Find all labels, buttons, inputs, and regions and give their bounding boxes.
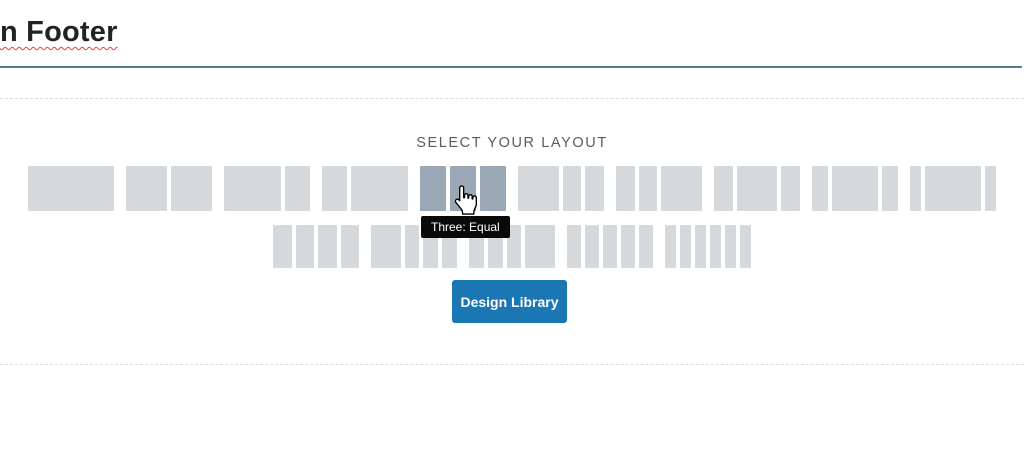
design-library-button[interactable]: Design Library — [452, 280, 567, 323]
layout-option-three-center-wide[interactable] — [812, 166, 898, 211]
layout-option-two-right-golden[interactable] — [322, 166, 408, 211]
layout-option-column — [910, 166, 921, 211]
layout-row-2 — [0, 225, 1024, 268]
layout-option-column — [621, 225, 635, 268]
layout-option-column — [680, 225, 691, 268]
layout-option-single-row[interactable] — [28, 166, 114, 211]
layout-option-column — [695, 225, 706, 268]
select-layout-heading: SELECT YOUR LAYOUT — [416, 135, 608, 151]
layout-option-column — [603, 225, 617, 268]
layout-option-column — [126, 166, 167, 211]
title-underline-rule — [0, 66, 1022, 68]
layout-option-three-center-exwide[interactable] — [910, 166, 996, 211]
layout-option-column — [985, 166, 996, 211]
layout-option-column — [661, 166, 702, 211]
layout-option-column — [781, 166, 800, 211]
layout-option-two-left-golden[interactable] — [224, 166, 310, 211]
layout-option-column — [562, 166, 582, 211]
layout-row-1 — [0, 166, 1024, 211]
layout-option-column — [506, 225, 522, 268]
layout-option-column — [616, 166, 635, 211]
layout-option-column — [725, 225, 736, 268]
layout-option-column — [450, 166, 476, 211]
layout-option-column — [665, 225, 676, 268]
layout-option-five-equal[interactable] — [567, 225, 653, 268]
page-title[interactable]: n Footer — [0, 16, 118, 48]
block-dashed-border-top — [0, 98, 1024, 99]
layout-option-column — [518, 166, 559, 211]
layout-option-column — [585, 225, 599, 268]
tooltip-three-equal: Three: Equal — [421, 216, 510, 238]
block-dashed-border-bottom — [0, 364, 1024, 365]
layout-option-column — [340, 225, 359, 268]
layout-option-column — [273, 225, 292, 268]
layout-option-column — [812, 166, 828, 211]
layout-option-column — [710, 225, 721, 268]
layout-option-two-equal[interactable] — [126, 166, 212, 211]
layout-option-column — [567, 225, 581, 268]
layout-option-column — [736, 166, 778, 211]
layout-option-column — [924, 166, 982, 211]
layout-option-column — [585, 166, 604, 211]
layout-option-four-equal[interactable] — [273, 225, 359, 268]
layout-option-column — [295, 225, 314, 268]
layout-option-column — [480, 166, 506, 211]
layout-option-column — [350, 166, 408, 211]
layout-option-column — [420, 166, 446, 211]
layout-option-column — [318, 225, 337, 268]
layout-option-six-equal[interactable] — [665, 225, 751, 268]
layout-option-three-right-heavy[interactable] — [616, 166, 702, 211]
layout-option-column — [831, 166, 879, 211]
layout-option-three-center-heavy[interactable] — [714, 166, 800, 211]
layout-option-column — [639, 225, 653, 268]
layout-option-column — [525, 225, 555, 268]
layout-option-three-left-heavy[interactable] — [518, 166, 604, 211]
layout-option-column — [224, 166, 282, 211]
layout-option-column — [740, 225, 751, 268]
layout-option-three-equal[interactable] — [420, 166, 506, 211]
layout-option-column — [28, 166, 114, 211]
layout-option-column — [171, 166, 212, 211]
layout-option-column — [714, 166, 733, 211]
layout-option-column — [322, 166, 347, 211]
layout-option-column — [285, 166, 310, 211]
layout-option-column — [638, 166, 658, 211]
layout-option-column — [371, 225, 401, 268]
layout-option-column — [882, 166, 898, 211]
layout-option-column — [404, 225, 420, 268]
